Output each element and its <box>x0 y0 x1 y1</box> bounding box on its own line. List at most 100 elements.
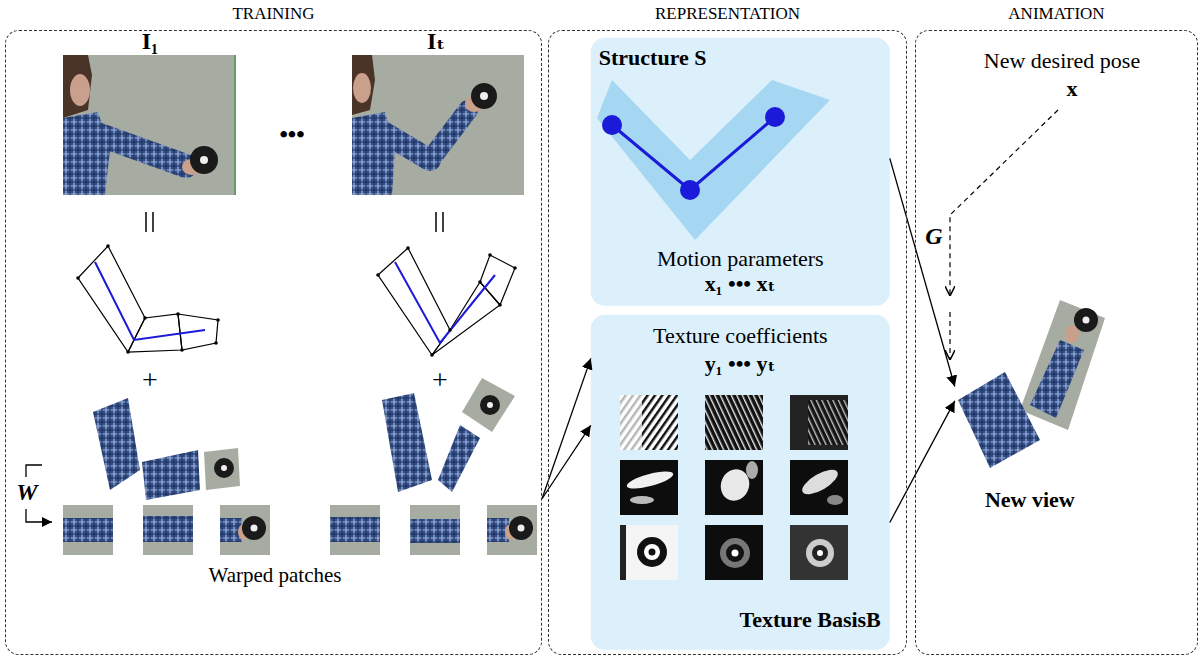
connector-arrow <box>542 425 591 498</box>
training-photo <box>352 55 375 115</box>
operator-label: G <box>925 224 942 248</box>
mesh-vertex <box>448 328 452 332</box>
text-holder: x₁ ••• xₜ <box>606 271 875 296</box>
basis-image <box>799 465 842 499</box>
segmented-patch <box>204 448 240 490</box>
pose-arrow <box>950 110 1058 296</box>
new-view-image <box>958 300 1105 468</box>
warp-bracket <box>26 465 42 477</box>
pose-arrow <box>949 312 950 360</box>
text-holder: ••• <box>279 122 304 146</box>
basis-image <box>817 550 823 556</box>
basis-image <box>620 395 848 580</box>
stage-panel: TRAINING <box>5 30 542 655</box>
panel-heading: REPRESENTATION <box>655 4 800 24</box>
warped-patch <box>251 525 258 532</box>
new-view-image <box>1020 300 1105 430</box>
mesh-vertex <box>106 244 110 248</box>
structure-box: Structure S Motion parametersx₁ ••• xₜ <box>591 38 890 306</box>
text-holder: W <box>16 480 37 504</box>
mesh-vertex <box>214 341 218 345</box>
training-photo <box>352 55 524 195</box>
basis-image <box>746 461 758 479</box>
text-holder: + <box>142 366 158 394</box>
equals-sign <box>152 212 154 232</box>
training-photo <box>100 135 186 166</box>
basis-image <box>808 400 848 445</box>
basis-image <box>620 395 678 450</box>
structure-mesh <box>395 262 495 343</box>
connector-arrow <box>542 358 591 498</box>
new-view-image <box>958 372 1040 468</box>
warped-patch <box>63 518 113 542</box>
new-view-image <box>1083 317 1090 324</box>
segmented-patch <box>382 393 432 492</box>
warped-patch <box>487 505 537 555</box>
equals-sign <box>442 212 444 232</box>
box-text: Structure S <box>599 45 707 70</box>
text-holder: New view <box>955 487 1105 512</box>
segmented-patch <box>142 450 200 500</box>
warped-patch <box>509 516 533 540</box>
basis-image <box>806 539 834 567</box>
basis-image <box>720 538 750 568</box>
text-holder: REPRESENTATION <box>549 4 906 24</box>
stage-panel: REPRESENTATIONStructure SMotion paramete… <box>548 30 907 655</box>
warped-patch <box>330 517 380 542</box>
training-photo <box>480 92 488 100</box>
basis-image <box>644 544 660 560</box>
basis-image <box>630 496 654 504</box>
mesh-vertex <box>176 312 180 316</box>
stage-panel: ANIMATIONNew view <box>915 30 1198 655</box>
warped-patch <box>63 505 113 555</box>
ellipsis: ••• <box>279 122 304 146</box>
basis-image <box>649 549 656 556</box>
connector-arrow <box>542 358 591 498</box>
texture-box: Texture coefficientsy₁ ••• yₜTexture Bas… <box>591 315 890 650</box>
box-text: New view <box>985 487 1075 512</box>
text-holder: y₁ ••• yₜ <box>606 351 875 376</box>
text-holder: x <box>1067 78 1078 100</box>
new-view: New view <box>955 315 1105 520</box>
basis-image <box>790 460 848 515</box>
warped-patch <box>242 516 266 540</box>
operator-label: W <box>16 480 37 504</box>
mesh-vertex <box>180 348 184 352</box>
connector-arrow <box>890 158 955 386</box>
text-holder: Warped patches <box>209 565 342 586</box>
training-photo <box>200 156 208 164</box>
warped-patch <box>330 505 380 555</box>
connector-arrow <box>890 401 955 523</box>
segmented-patch <box>214 458 234 478</box>
mesh-vertex <box>143 316 147 320</box>
text-holder: Texture BasisB <box>681 607 881 632</box>
warped-patch <box>410 505 460 555</box>
mesh-vertex <box>76 276 80 280</box>
training-photo <box>353 73 371 103</box>
text-holder: Motion parameters <box>606 246 875 271</box>
plus-sign: + <box>142 366 158 394</box>
basis-image <box>705 525 763 580</box>
structure-mesh <box>378 248 450 355</box>
equals-sign <box>435 212 437 232</box>
structure-figure <box>602 115 622 135</box>
warped-patch <box>63 505 537 555</box>
box-text: Motion parameters <box>657 246 824 271</box>
equals-sign <box>145 212 147 232</box>
segmented-patch <box>462 378 515 432</box>
warped-patch <box>518 525 525 532</box>
mesh-vertex <box>126 350 130 354</box>
basis-image <box>812 545 828 561</box>
equals-sign <box>146 212 443 232</box>
training-photo <box>63 55 92 118</box>
training-photo <box>234 55 236 195</box>
pose-arrow <box>950 110 1058 360</box>
segmented-patch <box>93 378 515 500</box>
mesh-vertex <box>376 273 380 277</box>
connector-arrow <box>890 401 955 523</box>
connector-arrow <box>890 158 955 386</box>
structure-mesh <box>78 246 515 355</box>
